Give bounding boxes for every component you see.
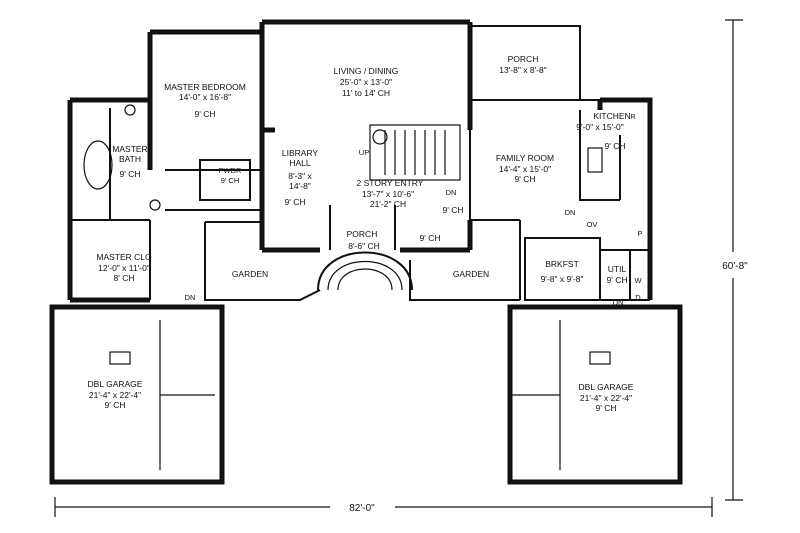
family-down-note: DN	[565, 208, 576, 217]
master-clo-size: 12'-0" x 11'-0"	[98, 263, 150, 273]
rear-porch-name: PORCH	[508, 54, 539, 64]
garden-left-name: GARDEN	[232, 269, 268, 279]
vestibule-ceiling-note: 9' CH	[420, 233, 441, 243]
util-name: UTIL	[608, 264, 627, 274]
family-room-ceiling: 9' CH	[515, 174, 536, 184]
master-bath-name-1: MASTER	[112, 144, 147, 154]
living-dining-name: LIVING / DINING	[334, 66, 399, 76]
family-room-size: 14'-4" x 15'-0"	[499, 164, 551, 174]
walls	[49, 19, 683, 485]
overall-depth: 60'-8"	[722, 261, 748, 272]
entry-size-2: 21'-2" CH	[370, 199, 406, 209]
rear-porch-size: 13'-8" x 8'-8"	[499, 65, 547, 75]
garage-left-name: DBL GARAGE	[88, 379, 143, 389]
family-room-name: FAMILY ROOM	[496, 153, 554, 163]
dryer-note: D	[635, 293, 641, 302]
library-hall-ceiling: 9' CH	[285, 197, 306, 207]
garage-left-size: 21'-4" x 22'-4"	[89, 390, 141, 400]
garage-right-size: 21'-4" x 22'-4"	[580, 393, 632, 403]
master-bedroom-ceiling: 9' CH	[195, 109, 216, 119]
front-porch-size: 8'-6" CH	[348, 241, 380, 251]
garage-left-down-note: DN	[185, 293, 196, 302]
front-porch-name: PORCH	[347, 229, 378, 239]
library-hall-name-1: LIBRARY	[282, 148, 319, 158]
garden-right-name: GARDEN	[453, 269, 489, 279]
kitchen-ceiling: 9' CH	[605, 141, 626, 151]
brkfst-name: BRKFST	[545, 259, 579, 269]
pwdr-name: PWDR	[219, 166, 242, 175]
master-bedroom-name: MASTER BEDROOM	[164, 82, 246, 92]
brkfst-size: 9'-8" x 9'-8"	[541, 274, 584, 284]
refrigerator-note: R	[630, 112, 636, 121]
washer-note: W	[634, 276, 642, 285]
master-clo-ceiling: 8' CH	[114, 273, 135, 283]
library-hall-size-1: 8'-3" x	[288, 171, 312, 181]
garage-right-ceiling: 9' CH	[596, 403, 617, 413]
library-hall-size-2: 14'-8"	[289, 181, 311, 191]
entry-name: 2 STORY ENTRY	[357, 178, 424, 188]
entry-size-1: 13'-7" x 10'-6"	[362, 189, 414, 199]
stair-up-note: UP	[359, 148, 369, 157]
pantry-note: P	[637, 229, 642, 238]
master-bath-ceiling: 9' CH	[120, 169, 141, 179]
dimension-lines	[54, 19, 743, 517]
stair-down-note: DN	[446, 188, 457, 197]
living-dining-ceiling: 11' to 14' CH	[342, 88, 390, 98]
overall-width: 82'-0"	[349, 503, 375, 514]
hall-ceiling-note: 9' CH	[443, 205, 464, 215]
kitchen-name: KITCHEN	[593, 111, 630, 121]
garage-right-name: DBL GARAGE	[579, 382, 634, 392]
library-hall-name-2: HALL	[289, 158, 311, 168]
kitchen-size: 9'-0" x 15'-0"	[576, 122, 624, 132]
master-bath-name-2: BATH	[119, 154, 141, 164]
master-bedroom-size: 14'-0" x 16'-8"	[179, 92, 231, 102]
pwdr-ceiling: 9' CH	[221, 176, 240, 185]
garage-left-ceiling: 9' CH	[105, 400, 126, 410]
room-labels: MASTER BEDROOM 14'-0" x 16'-8" 9' CH LIV…	[88, 54, 634, 413]
util-ceiling: 9' CH	[607, 275, 628, 285]
plan-notes: UP DN 9' CH 9' CH DN OV R P W D DN DN	[185, 112, 643, 307]
garage-right-down-note: DN	[613, 298, 624, 307]
overall-dimensions: 82'-0" 60'-8"	[349, 261, 748, 514]
oven-note: OV	[587, 220, 598, 229]
living-dining-size: 25'-0" x 13'-0"	[340, 77, 392, 87]
master-clo-name: MASTER CLO	[96, 252, 152, 262]
